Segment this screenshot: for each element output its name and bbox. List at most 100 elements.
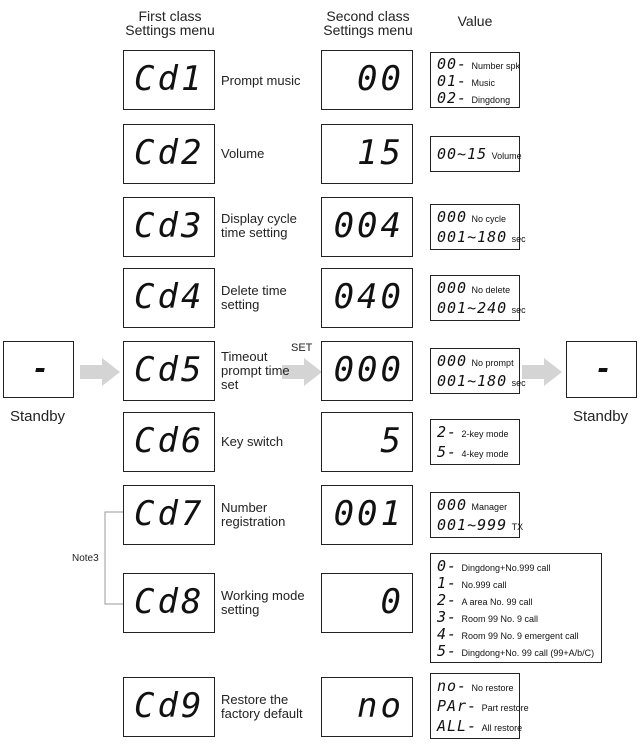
label-line: set [221, 377, 239, 392]
value-line: 000 No prompt [437, 352, 514, 371]
value-line: 000 No delete [437, 279, 510, 298]
value-text: No cycle [471, 214, 507, 224]
value-code: 000 [437, 352, 468, 370]
note-label: Note3 [72, 553, 99, 564]
first-class-code: Cd7 [134, 494, 205, 534]
value-text: Dingdong+No.999 call [461, 563, 551, 573]
value-box-cd8: 0- Dingdong+No.999 call 1- No.999 call 2… [430, 553, 602, 663]
first-class-code: Cd1 [134, 59, 205, 99]
value-line: 000 Manager [437, 496, 507, 515]
first-class-label-cd8: Working mode setting [221, 589, 305, 617]
label-line: Timeout [221, 349, 268, 364]
label-line: Working mode [221, 588, 305, 603]
value-line: 1- No.999 call [437, 574, 507, 593]
value-line: 001~180 sec [437, 228, 526, 247]
value-code: 5- [437, 443, 458, 461]
first-class-display-cd8: Cd8 [123, 573, 215, 633]
value-text: Room 99 No. 9 emergent call [461, 631, 579, 641]
first-class-code: Cd6 [134, 421, 205, 461]
first-class-display-cd5: Cd5 [123, 341, 215, 401]
value-code: 2- [437, 591, 458, 609]
value-box-cd9: no- No restore PAr- Part restore ALL- Al… [430, 673, 529, 739]
label-line: time setting [221, 225, 288, 240]
value-text: No.999 call [461, 580, 507, 590]
first-class-display-cd4: Cd4 [123, 268, 215, 328]
value-code: 2- [437, 423, 458, 441]
value-line: 0- Dingdong+No.999 call [437, 557, 550, 576]
first-class-code: Cd4 [134, 277, 205, 317]
first-class-display-cd6: Cd6 [123, 412, 215, 472]
value-code: 1- [437, 574, 458, 592]
value-code: 000 [437, 496, 468, 514]
first-class-header: First class Settings menu [110, 9, 230, 37]
value-code: 0- [437, 557, 458, 575]
note-bracket [104, 511, 125, 605]
value-text: TX [511, 522, 524, 532]
label-line: Prompt music [221, 73, 301, 88]
first-class-display-cd2: Cd2 [123, 124, 215, 184]
second-class-value: 000 [333, 350, 404, 390]
value-text: sec [511, 305, 526, 315]
value-line: ALL- All restore [437, 717, 522, 736]
value-text: Number spk [471, 61, 521, 71]
value-code: 4- [437, 625, 458, 643]
value-code: 000 [437, 279, 468, 297]
first-class-header-line2: Settings menu [125, 22, 215, 38]
first-class-label-cd6: Key switch [221, 435, 283, 449]
label-line: setting [221, 297, 260, 312]
value-line: 01- Music [437, 72, 495, 91]
value-code: ALL- [437, 717, 478, 735]
first-class-label-cd7: Number registration [221, 501, 285, 529]
second-class-value: 004 [333, 206, 404, 246]
value-box-cd3: 000 No cycle 001~180 sec [430, 204, 526, 250]
value-line: 02- Dingdong [437, 89, 510, 108]
arrow-right-icon [522, 358, 562, 386]
value-text: 4-key mode [461, 449, 509, 459]
standby-dash-left: - [32, 352, 52, 385]
standby-dash-right: - [595, 352, 615, 385]
value-text: sec [511, 234, 526, 244]
first-class-label-cd2: Volume [221, 147, 264, 161]
value-text: Volume [491, 151, 522, 161]
second-class-display-cd2: 15 [321, 124, 413, 184]
value-line: 00- Number spk [437, 55, 520, 74]
value-text: No restore [471, 683, 514, 693]
value-line: 000 No cycle [437, 208, 506, 227]
value-code: 02- [437, 89, 468, 107]
value-text: All restore [481, 723, 523, 733]
value-line: 001~180 sec [437, 372, 526, 391]
value-box-cd4: 000 No delete 001~240 sec [430, 275, 526, 321]
first-class-code: Cd9 [134, 686, 205, 726]
value-box-cd1: 00- Number spk 01- Music 02- Dingdong [430, 52, 520, 108]
value-text: A area No. 99 call [461, 597, 533, 607]
label-line: setting [221, 602, 260, 617]
first-class-display-cd9: Cd9 [123, 677, 215, 737]
label-line: prompt time [221, 363, 290, 378]
second-class-display-cd9: no [321, 677, 413, 737]
label-line: Key switch [221, 434, 284, 449]
value-text: Dingdong [471, 95, 511, 105]
first-class-code: Cd8 [134, 582, 205, 622]
value-text: Dingdong+No. 99 call (99+A/b/C) [461, 648, 595, 658]
first-class-header-line1: First class [138, 8, 202, 24]
first-class-display-cd3: Cd3 [123, 197, 215, 257]
second-class-display-cd8: 0 [321, 573, 413, 633]
value-line: 4- Room 99 No. 9 emergent call [437, 625, 579, 644]
value-header: Value [457, 13, 493, 29]
standby-label-right: Standby [573, 408, 629, 425]
first-class-label-cd9: Restore the factory default [221, 693, 303, 721]
label-line: Delete time [221, 283, 287, 298]
second-class-header-line1: Second class [326, 8, 410, 24]
second-class-value: 001 [333, 494, 404, 534]
second-class-value: 040 [333, 277, 404, 317]
value-box-cd5: 000 No prompt 001~180 sec [430, 348, 526, 394]
value-line: 00~15 Volume [437, 145, 522, 164]
value-text: 2-key mode [461, 429, 509, 439]
second-class-value: 0 [380, 582, 404, 622]
arrow-right-icon [80, 358, 120, 386]
second-class-value: 5 [380, 421, 404, 461]
value-code: 5- [437, 642, 458, 660]
label-line: Number [221, 500, 268, 515]
first-class-display-cd1: Cd1 [123, 50, 215, 110]
value-line: 3- Room 99 No. 9 call [437, 608, 538, 627]
